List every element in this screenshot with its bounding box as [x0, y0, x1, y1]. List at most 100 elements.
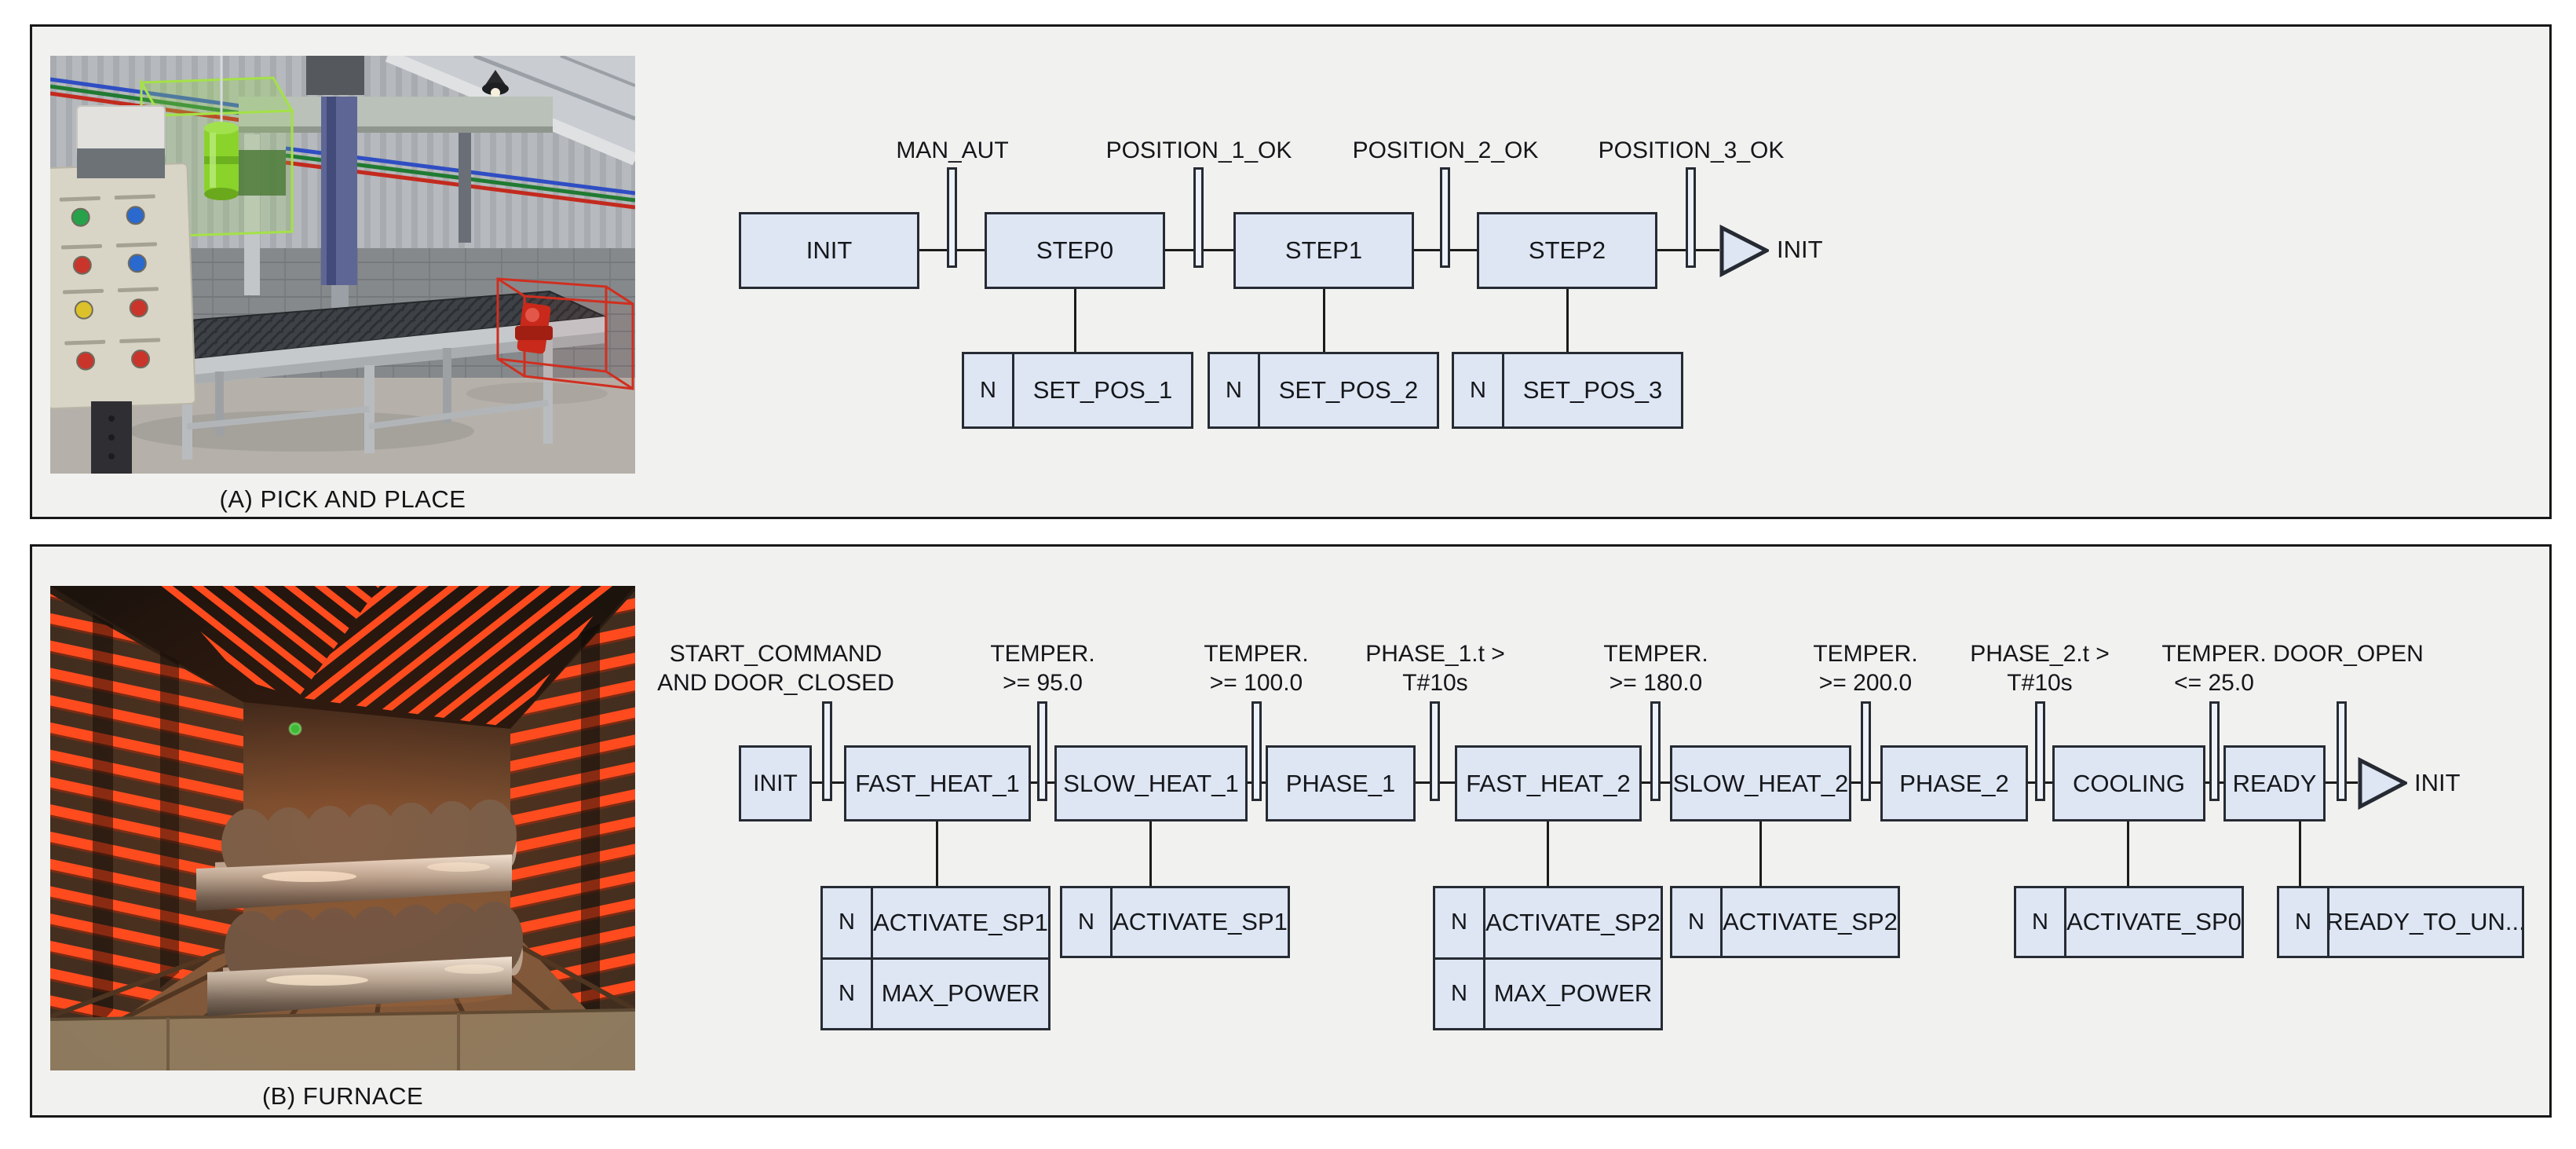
sfc-a-action-box-1: N SET_POS_1	[962, 352, 1193, 429]
sfc-a-transition-bar-3	[1440, 167, 1450, 268]
action-label: ACTIVATE_SP1	[1113, 908, 1288, 935]
transition-line1: TEMPER.	[1813, 641, 1918, 667]
transition-line1: TEMPER.	[990, 641, 1095, 667]
action-qualifier: N	[1435, 888, 1485, 957]
sfc-b-transition-label-3: TEMPER. >= 100.0	[1204, 639, 1308, 697]
sfc-a-step-step2: STEP2	[1477, 212, 1657, 289]
sfc-a-step-step1: STEP1	[1233, 212, 1414, 289]
sfc-b-action-box-fast-heat-2: N ACTIVATE_SP2 N MAX_POWER	[1433, 886, 1663, 1030]
caption-b: (B) FURNACE	[261, 1082, 424, 1110]
sfc-a-transition-bar-4	[1686, 167, 1696, 268]
sfc-a-step-init: INIT	[739, 212, 919, 289]
transition-line2: <= 25.0	[2174, 670, 2254, 696]
sfc-a-transition-label-3: POSITION_2_OK	[1352, 137, 1539, 163]
action-qualifier: N	[1062, 888, 1113, 956]
sfc-b-step-cooling: COOLING	[2052, 745, 2205, 821]
sfc-b-transition-bar-1	[822, 701, 832, 801]
sfc-a-action-link-1	[1074, 289, 1076, 352]
pick-and-place-image	[50, 56, 635, 474]
transition-line1: START_COMMAND	[669, 641, 882, 667]
action-label: SET_POS_3	[1522, 376, 1663, 404]
sfc-b-transition-label-9: DOOR_OPEN	[2273, 639, 2424, 668]
wall-bracket	[76, 105, 166, 178]
control-panel	[50, 163, 196, 410]
sfc-b-transition-bar-4	[1430, 701, 1440, 801]
sfc-a-jump-label: INIT	[1777, 236, 1823, 263]
sfc-b-step-slow-heat-1: SLOW_HEAT_1	[1054, 745, 1248, 821]
transition-line1: TEMPER.	[2161, 641, 2267, 667]
panel-pick-and-place: (A) PICK AND PLACE INIT STEP0 STEP1 STEP…	[30, 24, 2552, 519]
sfc-b-action-box-fast-heat-1: N ACTIVATE_SP1 N MAX_POWER	[820, 886, 1050, 1030]
sfc-a-jump-arrow-icon	[1719, 224, 1771, 281]
furnace-image	[50, 586, 635, 1070]
sfc-b-action-link-1	[936, 821, 938, 886]
transition-line2: DOOR_OPEN	[2273, 641, 2424, 667]
transition-line2: AND DOOR_CLOSED	[657, 670, 894, 696]
sfc-b-step-fast-heat-2: FAST_HEAT_2	[1455, 745, 1642, 821]
sfc-a-transition-bar-2	[1193, 167, 1204, 268]
action-qualifier: N	[1210, 354, 1260, 426]
sfc-b-action-link-6	[2299, 821, 2301, 886]
sfc-b-action-box-slow-heat-1: N ACTIVATE_SP1	[1060, 886, 1290, 958]
sfc-a-transition-label-4: POSITION_3_OK	[1598, 137, 1785, 163]
action-qualifier: N	[2016, 888, 2066, 956]
transition-line1: TEMPER.	[1603, 641, 1708, 667]
green-pick-object	[204, 56, 286, 200]
sfc-b-transition-label-4: PHASE_1.t > T#10s	[1365, 639, 1505, 697]
sfc-b-transition-bar-5	[1650, 701, 1661, 801]
sfc-b-action-box-ready: N READY_TO_UN...	[2277, 886, 2524, 958]
sfc-b-transition-label-1: START_COMMAND AND DOOR_CLOSED	[657, 639, 894, 697]
support-post	[91, 401, 132, 474]
ceiling-lamp	[482, 70, 509, 97]
action-label: ACTIVATE_SP2	[1723, 908, 1898, 935]
sfc-a-step-step0: STEP0	[985, 212, 1165, 289]
action-label: MAX_POWER	[881, 979, 1040, 1008]
sfc-a-action-link-2	[1323, 289, 1325, 352]
ceiling-duct	[306, 56, 364, 95]
sfc-b-step-phase-2: PHASE_2	[1880, 745, 2028, 821]
transition-line2: >= 100.0	[1209, 670, 1303, 696]
sfc-b-transition-label-6: TEMPER. >= 200.0	[1813, 639, 1917, 697]
blue-rail	[321, 97, 357, 310]
transition-line1: TEMPER.	[1204, 641, 1309, 667]
indicator-lights	[71, 206, 151, 371]
sfc-a-transition-label-2: POSITION_1_OK	[1105, 137, 1292, 163]
transition-line2: >= 95.0	[1003, 670, 1083, 696]
sfc-b-step-init: INIT	[739, 745, 812, 821]
action-label: MAX_POWER	[1493, 979, 1653, 1008]
transition-line2: >= 180.0	[1609, 670, 1703, 696]
furnace-scene	[50, 586, 635, 1070]
sfc-b-step-ready: READY	[2223, 745, 2326, 821]
sfc-b-transition-bar-9	[2337, 701, 2347, 801]
sfc-b-transition-label-8: TEMPER. <= 25.0	[2161, 639, 2266, 697]
action-label: ACTIVATE_SP2	[1485, 908, 1661, 936]
indicator-labels	[59, 194, 161, 346]
sfc-b-step-phase-1: PHASE_1	[1266, 745, 1416, 821]
transition-line2: >= 200.0	[1818, 670, 1913, 696]
sfc-b-transition-label-5: TEMPER. >= 180.0	[1603, 639, 1708, 697]
transition-line1: PHASE_1.t >	[1365, 641, 1505, 667]
action-qualifier: N	[2279, 888, 2329, 956]
sfc-b-transition-bar-8	[2209, 701, 2220, 801]
sfc-b-step-fast-heat-1: FAST_HEAT_1	[844, 745, 1031, 821]
conveyor-table	[79, 290, 608, 459]
action-label: SET_POS_1	[1032, 376, 1173, 404]
action-label: READY_TO_UN...	[2329, 908, 2522, 935]
sfc-b-action-link-3	[1547, 821, 1549, 886]
action-label: SET_POS_2	[1278, 376, 1419, 404]
sfc-a-action-box-2: N SET_POS_2	[1208, 352, 1439, 429]
action-qualifier: N	[823, 888, 873, 957]
sfc-b-action-box-cooling: N ACTIVATE_SP0	[2014, 886, 2244, 958]
sfc-b-action-link-2	[1149, 821, 1152, 886]
sfc-b-transition-bar-7	[2035, 701, 2045, 801]
transition-line2: T#10s	[1402, 670, 1468, 696]
action-qualifier: N	[1672, 888, 1723, 956]
sfc-b-jump-label: INIT	[2414, 769, 2461, 796]
floor-shadow-2	[466, 382, 608, 404]
sfc-b-transition-label-7: PHASE_2.t > T#10s	[1970, 639, 2110, 697]
sfc-b-action-box-slow-heat-2: N ACTIVATE_SP2	[1670, 886, 1900, 958]
action-label: ACTIVATE_SP0	[2066, 908, 2242, 935]
sfc-b-action-link-5	[2127, 821, 2129, 886]
sfc-a-transition-bar-1	[947, 167, 957, 268]
